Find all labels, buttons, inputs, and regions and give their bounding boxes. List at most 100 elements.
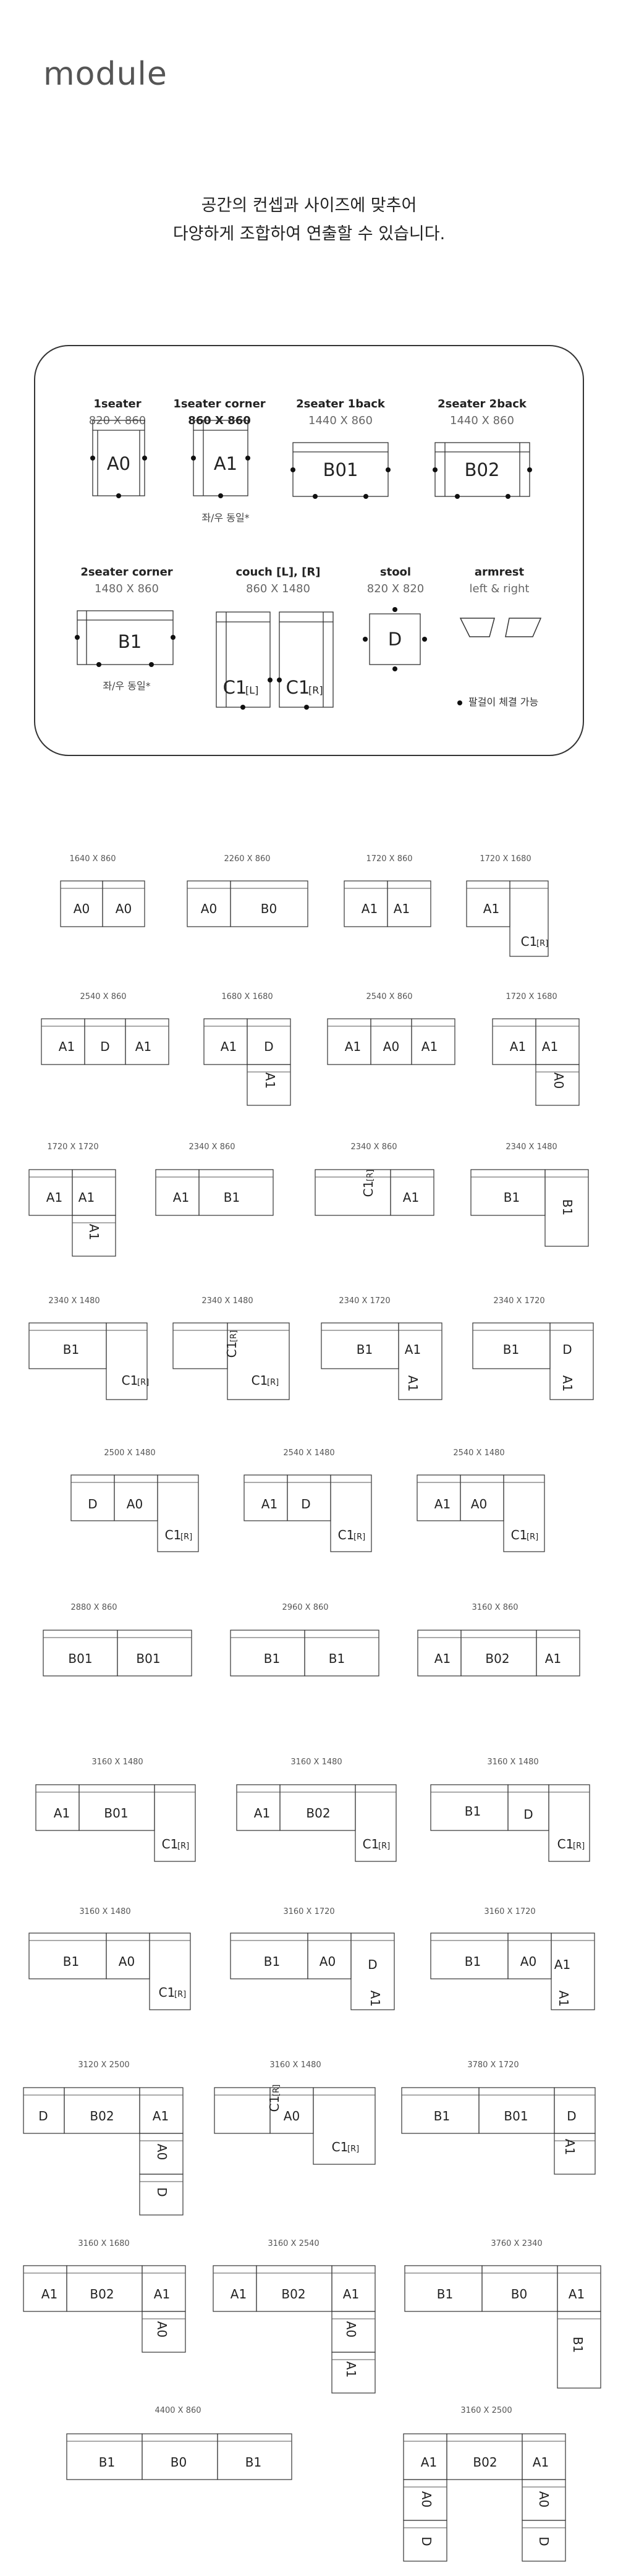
- combination-title: 1720 X 1720: [47, 1142, 99, 1152]
- module-label: C1: [159, 1985, 176, 2000]
- module-stool-drawing: [369, 613, 421, 665]
- module-block: [544, 1169, 589, 1247]
- module-note: 좌/우 동일*: [103, 680, 151, 692]
- module-block: [398, 1322, 442, 1400]
- combination-title: 3160 X 1480: [269, 2060, 321, 2070]
- module-stool: stool 820 X 820: [324, 566, 467, 595]
- module-label: A0: [520, 1954, 536, 1969]
- module-label: C1: [338, 1528, 355, 1542]
- module-label: A1: [562, 2139, 577, 2155]
- module-label: C1: [557, 1837, 574, 1851]
- module-label: A0: [284, 2109, 300, 2123]
- module-label: A1: [362, 901, 378, 916]
- module-label: B02: [90, 2109, 114, 2123]
- brand-logo: module: [43, 56, 167, 93]
- module-label: C1: [162, 1837, 179, 1851]
- module-label: A1: [261, 1497, 277, 1511]
- module-label: B1: [245, 2455, 261, 2470]
- module-name: 2seater 2back: [438, 397, 527, 410]
- module-label: C1: [122, 1373, 138, 1388]
- module-label: C1: [511, 1528, 528, 1542]
- module-label: A1: [153, 2109, 169, 2123]
- module-label: C1: [224, 1341, 239, 1358]
- module-label: B1: [357, 1342, 373, 1357]
- module-size: 820 X 820: [366, 582, 425, 595]
- combination-title: 3160 X 2500: [460, 2406, 512, 2415]
- module-block: [139, 2174, 184, 2216]
- combination-title: 2340 X 1720: [493, 1296, 545, 1306]
- module-code: B1: [118, 631, 142, 652]
- module-block: [331, 2352, 376, 2394]
- module-label: D: [368, 1957, 377, 1972]
- module-code: B02: [465, 459, 500, 480]
- module-label: A1: [345, 1039, 361, 1054]
- module-block: [554, 2133, 596, 2175]
- combination-title: 1720 X 1680: [480, 854, 531, 864]
- module-label: B1: [264, 1954, 280, 1969]
- module-2seater-2back: 2seater 2back 1440 X 860: [411, 397, 553, 427]
- module-label: A0: [74, 901, 90, 916]
- module-label: A1: [263, 1073, 277, 1089]
- module-block: [125, 1018, 169, 1065]
- module-size: 1480 X 860: [95, 582, 159, 595]
- module-block: [330, 1474, 372, 1552]
- module-label: C1: [521, 934, 538, 949]
- module-label: B1: [99, 2455, 115, 2470]
- module-label-sub: [R]: [573, 1842, 585, 1851]
- module-armrest: armrest left & right: [428, 566, 570, 595]
- module-code-sub: [L]: [245, 684, 258, 696]
- combination-title: 1640 X 860: [69, 854, 116, 864]
- module-label: A1: [569, 2287, 585, 2302]
- module-2seater-corner: 2seater corner 1480 X 860: [56, 566, 198, 595]
- combination-title: 3760 X 2340: [491, 2239, 543, 2248]
- combination-title: 3160 X 1480: [91, 1758, 143, 1767]
- module-label: A1: [510, 1039, 526, 1054]
- module-label: C1: [363, 1837, 379, 1851]
- module-block: [230, 880, 308, 927]
- module-label: A1: [545, 1651, 561, 1666]
- module-label: B02: [281, 2287, 305, 2302]
- module-label: D: [523, 1807, 533, 1822]
- module-block: [549, 1322, 594, 1400]
- combination-title: 2340 X 1720: [339, 1296, 391, 1306]
- module-name: 1seater: [93, 397, 142, 410]
- combination-title: 2260 X 860: [224, 854, 271, 864]
- module-label: A1: [434, 1651, 451, 1666]
- module-label: A1: [483, 901, 499, 916]
- module-label-sub: [R]: [229, 1330, 239, 1342]
- module-label: A1: [556, 1991, 571, 2007]
- module-label: A1: [405, 1375, 420, 1392]
- module-label: A1: [554, 1957, 570, 1972]
- module-drawings: A0 A1 B01 B02 B1 C1 C1 D [L] [R]: [75, 420, 542, 710]
- combination-title: 2540 X 860: [366, 992, 413, 1001]
- module-label: A1: [87, 1224, 101, 1240]
- module-label: A0: [119, 1954, 135, 1969]
- combination-title: 3780 X 1720: [467, 2060, 519, 2070]
- module-label-sub: [R]: [527, 1532, 538, 1542]
- combination-title: 3160 X 1480: [487, 1758, 539, 1767]
- module-size: left & right: [469, 582, 530, 595]
- combination-title: 2340 X 1480: [506, 1142, 557, 1152]
- module-label: A1: [542, 1039, 558, 1054]
- combination-title: 3160 X 1720: [283, 1907, 335, 1916]
- module-label: B1: [224, 1190, 240, 1205]
- module-name: 2seater 1back: [296, 397, 385, 410]
- module-label: A0: [471, 1497, 487, 1511]
- combination-title: 1720 X 860: [366, 854, 413, 864]
- module-block: [390, 1169, 434, 1216]
- module-block: [411, 1018, 455, 1065]
- module-label: B1: [560, 1199, 575, 1215]
- combination-title: 3120 X 2500: [78, 2060, 130, 2070]
